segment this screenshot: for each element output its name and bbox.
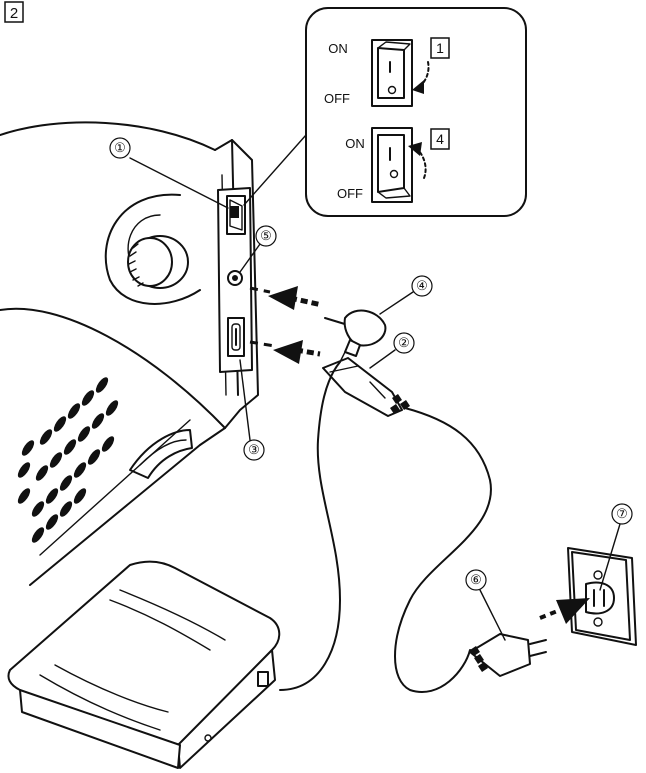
wall-plug (469, 633, 547, 677)
ventilation-slots (17, 377, 119, 543)
switch-off-label-2: OFF (337, 186, 363, 201)
outlet-insert-arrow (539, 598, 590, 624)
callout-3: ③ (239, 359, 265, 461)
step-box-4: 4 (436, 131, 444, 147)
machine-power-plug (322, 357, 410, 417)
callout-5: ⑤ (239, 225, 277, 273)
callout-4: ④ (379, 275, 433, 315)
switch-inset-panel: ON OFF 1 ON OFF 4 (243, 7, 527, 217)
foot-control-plug (324, 309, 387, 363)
power-inlet[interactable] (227, 317, 245, 357)
callout-7: ⑦ (599, 503, 633, 591)
figure-number-text: 2 (10, 5, 18, 22)
callout-7-text: ⑦ (616, 506, 628, 521)
switch-on-illustration: ON OFF 4 (337, 127, 450, 203)
power-switch[interactable] (226, 195, 246, 235)
switch-on-label-2: ON (345, 136, 365, 151)
callout-6-text: ⑥ (470, 572, 482, 587)
callout-2: ② (369, 332, 415, 369)
foot-control-pedal (7, 560, 281, 769)
callout-6: ⑥ (465, 569, 506, 641)
callout-2-text: ② (398, 335, 410, 350)
plug-insert-arrow-upper (249, 286, 323, 310)
wall-outlet (567, 547, 637, 646)
callout-5-text: ⑤ (260, 228, 272, 243)
callout-3-text: ③ (248, 442, 260, 457)
callout-1: ① (109, 137, 229, 209)
callout-1-text: ① (114, 140, 126, 155)
switch-on-label: ON (328, 41, 348, 56)
step-box-1: 1 (436, 40, 444, 56)
sewing-machine-body (0, 121, 259, 586)
switch-off-illustration: ON OFF 1 (324, 37, 450, 107)
switch-off-label: OFF (324, 91, 350, 106)
figure-number: 2 (4, 1, 24, 23)
cords (279, 361, 492, 693)
plug-insert-arrow-lower (249, 340, 321, 364)
callout-4-text: ④ (416, 278, 428, 293)
foot-control-jack[interactable] (227, 270, 243, 286)
